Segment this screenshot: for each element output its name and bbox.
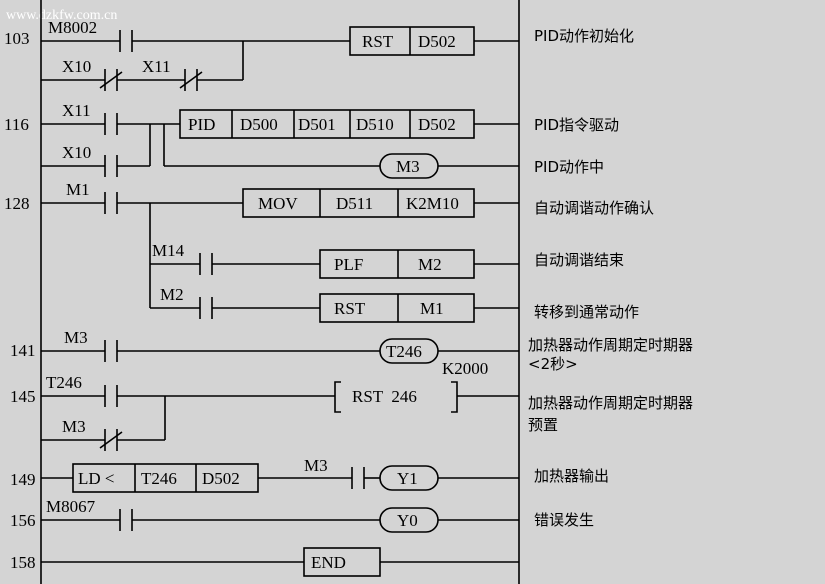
instruction-rst-246: RST 246 <box>334 381 458 413</box>
contact-m14 <box>199 253 213 275</box>
svg-text:M3: M3 <box>396 157 420 176</box>
svg-text:K2M10: K2M10 <box>406 194 459 213</box>
rung-116: X11 X10 PID D500 D501 D510 D502 M3 <box>41 101 519 179</box>
coil-y0: Y0 <box>379 507 439 533</box>
contact-label: M3 <box>64 328 88 347</box>
step-number: 149 <box>10 470 36 489</box>
svg-text:END: END <box>311 553 346 572</box>
rung-149: LD < T246 D502 M3 Y1 <box>41 456 519 493</box>
contact-label: M8067 <box>46 497 96 516</box>
comment: 加热器动作周期定时期器 <box>528 336 693 354</box>
contact-label: X10 <box>62 143 91 162</box>
coil-m3: M3 <box>379 153 439 179</box>
contact-label: X10 <box>62 57 91 76</box>
svg-text:D501: D501 <box>298 115 336 134</box>
contact-m3 <box>104 340 118 362</box>
svg-text:RST: RST <box>362 32 394 51</box>
svg-text:RST 246: RST 246 <box>352 387 417 406</box>
svg-text:M1: M1 <box>420 299 444 318</box>
svg-text:PID: PID <box>188 115 215 134</box>
comment: 加热器动作周期定时期器 <box>528 394 693 412</box>
contact-m1 <box>104 192 118 214</box>
step-number: 145 <box>10 387 36 406</box>
contact-x10 <box>104 155 118 177</box>
contact-m8002 <box>119 30 133 52</box>
svg-text:M2: M2 <box>418 255 442 274</box>
svg-text:D511: D511 <box>336 194 373 213</box>
comment: PID动作初始化 <box>534 27 634 45</box>
svg-text:D502: D502 <box>418 32 456 51</box>
svg-text:D500: D500 <box>240 115 278 134</box>
step-number: 156 <box>10 511 36 530</box>
contact-label: M1 <box>66 180 90 199</box>
rung-128: M1 MOV D511 K2M10 M14 PLF M2 <box>41 180 519 323</box>
svg-text:Y0: Y0 <box>397 511 418 530</box>
comment: 自动调谐结束 <box>534 251 624 269</box>
contact-x11 <box>104 113 118 135</box>
svg-text:D502: D502 <box>202 469 240 488</box>
instruction-rst-d502: RST D502 <box>349 26 475 56</box>
instruction-mov: MOV D511 K2M10 <box>242 188 475 218</box>
step-number: 116 <box>4 115 29 134</box>
contact-m3-series <box>351 467 365 489</box>
svg-text:MOV: MOV <box>258 194 298 213</box>
svg-text:Y1: Y1 <box>397 469 418 488</box>
svg-text:PLF: PLF <box>334 255 363 274</box>
instruction-ld-compare: LD < T246 D502 <box>72 463 259 493</box>
contact-label: X11 <box>142 57 171 76</box>
contact-m8067 <box>119 509 133 531</box>
step-number: 158 <box>10 553 36 572</box>
comment: PID动作中 <box>534 158 604 176</box>
svg-text:D510: D510 <box>356 115 394 134</box>
comment: <2秒> <box>528 355 578 373</box>
contact-label: M3 <box>304 456 328 475</box>
step-number: 103 <box>4 29 30 48</box>
timer-preset: K2000 <box>442 359 488 378</box>
svg-text:RST: RST <box>334 299 366 318</box>
rung-145: T246 M3 RST 246 <box>41 373 519 451</box>
rung-103: M8002 X10 X11 RST D502 <box>41 18 519 91</box>
contact-label: M3 <box>62 417 86 436</box>
watermark: www.dzkfw.com.cn <box>6 8 117 23</box>
contact-m2 <box>199 297 213 319</box>
rung-comments: PID动作初始化 PID指令驱动 PID动作中 自动调谐动作确认 自动调谐结束 … <box>528 27 693 529</box>
comment: 预置 <box>528 416 558 434</box>
contact-t246 <box>104 385 118 407</box>
comment: 转移到通常动作 <box>534 303 639 321</box>
comment: PID指令驱动 <box>534 116 619 134</box>
contact-label: X11 <box>62 101 91 120</box>
coil-t246: T246 <box>379 338 439 364</box>
svg-text:T246: T246 <box>386 342 422 361</box>
coil-y1: Y1 <box>379 465 439 491</box>
instruction-plf: PLF M2 <box>319 249 475 279</box>
instruction-pid: PID D500 D501 D510 D502 <box>179 109 475 139</box>
instruction-rst-m1: RST M1 <box>319 293 475 323</box>
rung-158: END <box>41 547 519 577</box>
step-number: 128 <box>4 194 30 213</box>
comment: 自动调谐动作确认 <box>534 199 654 217</box>
contact-label: T246 <box>46 373 82 392</box>
step-number: 141 <box>10 341 36 360</box>
svg-text:T246: T246 <box>141 469 177 488</box>
contact-label: M2 <box>160 285 184 304</box>
comment: 错误发生 <box>534 511 594 529</box>
rung-141: M3 T246 K2000 <box>41 328 519 378</box>
contact-label: M14 <box>152 241 185 260</box>
contact-label: M8002 <box>48 18 97 37</box>
svg-text:D502: D502 <box>418 115 456 134</box>
instruction-end: END <box>303 547 381 577</box>
rung-156: M8067 Y0 <box>41 497 519 533</box>
comment: 加热器输出 <box>534 467 609 485</box>
svg-text:LD <: LD < <box>78 469 115 488</box>
